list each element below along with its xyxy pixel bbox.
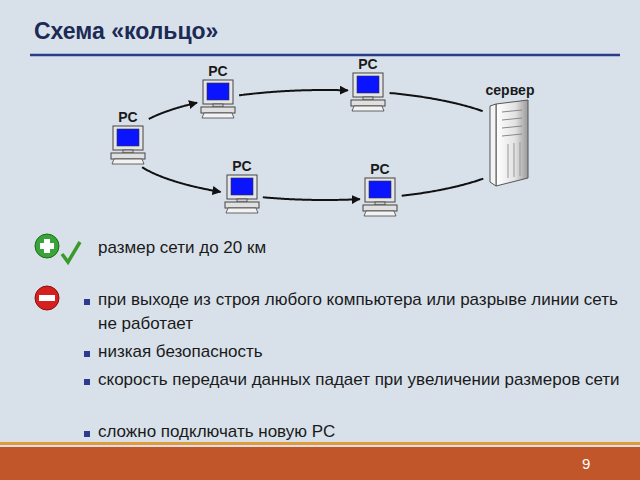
server-node: сервер (486, 82, 535, 188)
footer-line (0, 442, 640, 445)
computer-icon (362, 177, 398, 217)
page-number: 9 (582, 452, 612, 476)
advantage-text: размер сети до 20 км (98, 236, 618, 260)
bullet-marks (84, 299, 90, 437)
node-label: сервер (486, 82, 535, 98)
computer-node: PC (200, 63, 236, 119)
slide-title: Схема «кольцо» (34, 18, 218, 45)
node-label: PC (362, 161, 398, 177)
ring-link (149, 103, 197, 119)
ring-link (263, 197, 360, 200)
computer-icon (350, 72, 386, 112)
drawback-text: сложно подключать новую PC (98, 420, 626, 444)
computer-node: PC (350, 56, 386, 112)
node-label: PC (224, 158, 260, 174)
computer-node: PC (110, 109, 146, 165)
server-icon (488, 98, 532, 188)
computer-icon (110, 125, 146, 165)
ring-link (142, 167, 220, 192)
ring-link (390, 93, 483, 111)
drawback-text: низкая безопасность (98, 340, 626, 364)
minus-icon (35, 286, 59, 310)
ring-link (239, 90, 348, 95)
computer-node: PC (362, 161, 398, 217)
node-label: PC (200, 63, 236, 79)
node-label: PC (110, 109, 146, 125)
drawback-text: скорость передачи данных падает при увел… (98, 368, 626, 392)
computer-icon (200, 79, 236, 119)
computer-node: PC (224, 158, 260, 214)
node-label: PC (350, 56, 386, 72)
plus-icon (35, 234, 59, 258)
ring-link (402, 179, 484, 196)
computer-icon (224, 174, 260, 214)
check-mark (62, 242, 80, 262)
title-underline (30, 54, 620, 57)
drawback-text: при выходе из строя любого компьютера ил… (98, 288, 626, 336)
footer-band (0, 447, 640, 480)
